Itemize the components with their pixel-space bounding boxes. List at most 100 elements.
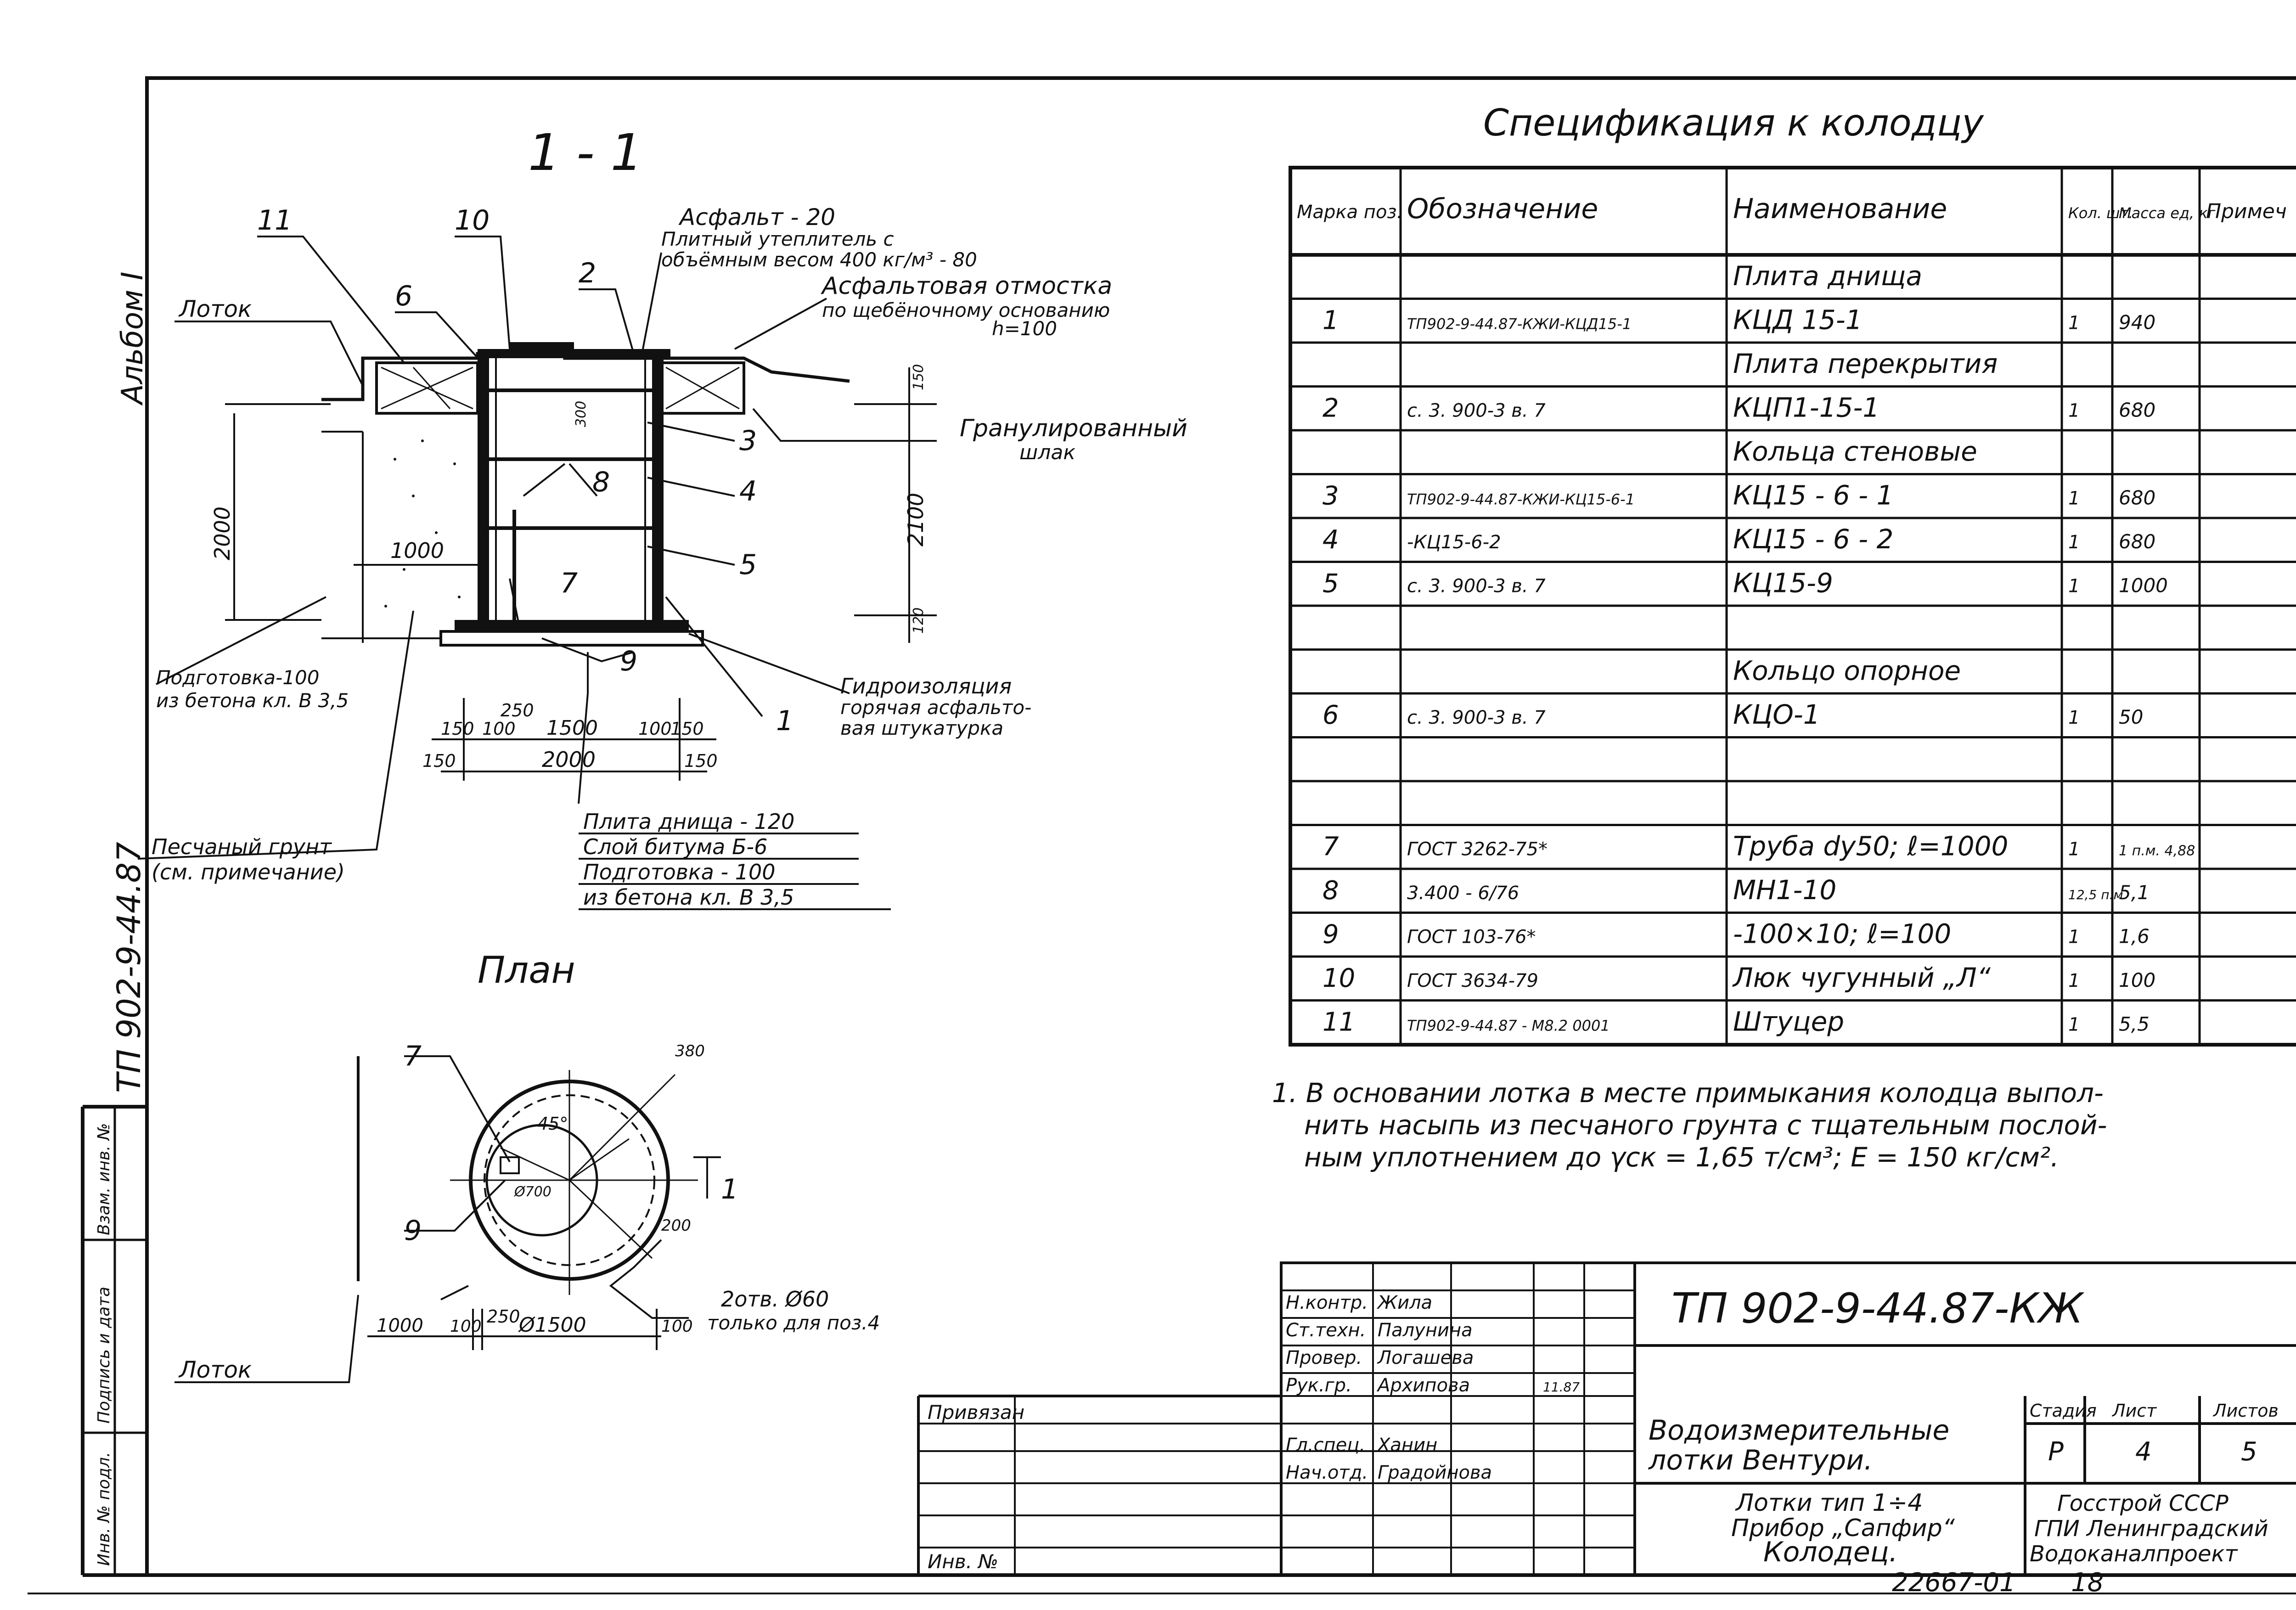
dim-b-100b: 100 bbox=[638, 719, 672, 739]
section-title: 1 - 1 bbox=[528, 123, 643, 182]
title-sheet-3: Колодец. bbox=[1763, 1536, 1898, 1568]
title-stage: Р bbox=[2048, 1437, 2064, 1467]
label-insulation-1: Плитный утеплитель с bbox=[661, 228, 894, 250]
spec-cell: 680 bbox=[2119, 487, 2155, 509]
spec-cell: 1 п.м. 4,88 bbox=[2119, 843, 2195, 859]
callout-5: 5 bbox=[739, 549, 757, 581]
dim-b-100a: 100 bbox=[482, 719, 516, 739]
title-name: Градойнова bbox=[1378, 1462, 1492, 1483]
label-hydro-1: Гидроизоляция bbox=[840, 674, 1012, 698]
shaft-wall-right bbox=[652, 358, 664, 625]
bottom-slab bbox=[455, 620, 689, 631]
spec-cell: 1,6 bbox=[2119, 925, 2150, 948]
plan-dim-250: 250 bbox=[487, 1306, 520, 1327]
spec-header-cell: Масса ед, кг bbox=[2119, 204, 2216, 222]
spec-cell: МН1-10 bbox=[1733, 874, 1836, 906]
spec-cell: Люк чугунный „Л“ bbox=[1732, 962, 1991, 993]
plan-section-mark: 1 bbox=[721, 1173, 738, 1205]
spec-cell: Плита перекрытия bbox=[1733, 348, 1998, 379]
plan-title: План bbox=[478, 949, 575, 991]
dim-120: 120 bbox=[911, 608, 927, 634]
label-hydro-2: горячая асфальто- bbox=[840, 696, 1031, 719]
label-layer-1: Плита днища - 120 bbox=[583, 809, 794, 834]
title-name: Палунина bbox=[1378, 1320, 1473, 1341]
label-apron-2: по щебёночному основанию bbox=[822, 299, 1110, 321]
plan-dim-380: 380 bbox=[675, 1042, 705, 1060]
title-list: 4 bbox=[2135, 1437, 2152, 1467]
label-apron-3: h=100 bbox=[992, 317, 1057, 340]
spec-cell: Плита днища bbox=[1733, 260, 1922, 292]
label-sand-1: Песчаный грунт bbox=[152, 834, 332, 859]
title-date: 11.87 bbox=[1543, 1379, 1580, 1395]
note-line-3: ным уплотнением до γск = 1,65 т/см³; Е =… bbox=[1304, 1142, 2059, 1173]
shaft-wall-left bbox=[478, 358, 489, 625]
spec-cell: Штуцер bbox=[1733, 1006, 1844, 1037]
spec-cell: 1 bbox=[2068, 970, 2080, 991]
dim-b-150b: 150 bbox=[670, 719, 704, 739]
title-inv: Инв. № bbox=[928, 1550, 998, 1573]
callout-1: 1 bbox=[776, 705, 793, 737]
spec-cell: 2 bbox=[1322, 394, 1339, 423]
label-lotok: Лоток bbox=[178, 296, 252, 322]
label-asphalt: Асфальт - 20 bbox=[678, 204, 835, 231]
plan-dim-200: 200 bbox=[661, 1216, 691, 1235]
spec-cell: 10 bbox=[1322, 963, 1355, 993]
spec-cell: с. 3. 900-3 в. 7 bbox=[1407, 707, 1546, 728]
dim-b-2000: 2000 bbox=[542, 747, 596, 772]
title-role: Н.контр. bbox=[1286, 1292, 1368, 1313]
spec-cell: 3.400 - 6/76 bbox=[1407, 883, 1519, 904]
title-role: Нач.отд. bbox=[1286, 1462, 1368, 1483]
spec-cell: 1 bbox=[2068, 707, 2080, 728]
spec-cell: ГОСТ 3262-75* bbox=[1407, 839, 1548, 860]
spec-cell: -100×10; ℓ=100 bbox=[1733, 918, 1951, 950]
spec-header-cell: Кол. шт. bbox=[2068, 204, 2133, 222]
spec-header-cell: Наименование bbox=[1733, 193, 1947, 225]
callout-leaders bbox=[137, 236, 937, 860]
spec-cell: 1 bbox=[1322, 306, 1339, 336]
title-project-1: Водоизмерительные bbox=[1649, 1414, 1949, 1447]
spec-cell: КЦД 15-1 bbox=[1733, 304, 1863, 336]
note-line-2: нить насыпь из песчаного грунта с тщател… bbox=[1304, 1109, 2107, 1141]
title-sheet-2: Прибор „Сапфир“ bbox=[1731, 1514, 1955, 1542]
plan-hole-2: только для поз.4 bbox=[707, 1312, 880, 1334]
section-1-1: 1 - 1 bbox=[137, 123, 1187, 910]
spec-cell: Труба dу50; ℓ=1000 bbox=[1733, 831, 2008, 862]
spec-cell: КЦ15-9 bbox=[1733, 568, 1833, 599]
title-block: ТП 902-9-44.87-КЖ Привязан Инв. № Н.конт… bbox=[917, 1261, 2296, 1576]
plan-hole-1: 2отв. Ø60 bbox=[721, 1287, 829, 1312]
title-role: Провер. bbox=[1286, 1347, 1362, 1368]
label-apron-1: Асфальтовая отмостка bbox=[821, 272, 1112, 300]
plan-dim-100: 100 bbox=[450, 1317, 482, 1336]
label-slag-1: Гранулированный bbox=[960, 415, 1187, 442]
label-prep-1: Подготовка-100 bbox=[156, 666, 319, 689]
dim-150: 150 bbox=[911, 364, 927, 390]
spec-cell: 1 bbox=[2068, 927, 2080, 948]
title-org-3: Водоканалпроект bbox=[2030, 1541, 2238, 1567]
dim-b-150a: 150 bbox=[441, 719, 474, 739]
spec-cell: 12,5 п.м. bbox=[2068, 887, 2127, 902]
callout-9: 9 bbox=[620, 645, 637, 677]
spec-cell: 1 bbox=[2068, 1014, 2080, 1036]
spec-cell: Кольцо опорное bbox=[1733, 655, 1961, 687]
spec-cell: 1 bbox=[2068, 576, 2080, 597]
label-sand-2: (см. примечание) bbox=[152, 860, 345, 884]
spec-table: Спецификация к колодцу Марка поз.Обознач… bbox=[1289, 101, 2296, 1047]
dim-2000-left: 2000 bbox=[210, 507, 235, 560]
label-hydro-3: вая штукатурка bbox=[840, 717, 1003, 739]
notes: 1. В основании лотка в месте примыкания … bbox=[1272, 1077, 2107, 1173]
plan-lotok: Лоток bbox=[178, 1357, 252, 1383]
spec-cell: ТП902-9-44.87-КЖИ-КЦД15-1 bbox=[1407, 315, 1632, 333]
spec-header-cell: Примеч bbox=[2206, 200, 2287, 223]
label-slag-2: шлак bbox=[1019, 441, 1075, 464]
plan-callout-7: 7 bbox=[404, 1040, 422, 1072]
page-number: 18 bbox=[2071, 1568, 2104, 1598]
title-name: Жила bbox=[1376, 1292, 1432, 1313]
label-insulation-2: объёмным весом 400 кг/м³ - 80 bbox=[661, 248, 977, 271]
callout-8: 8 bbox=[592, 466, 610, 498]
spec-cell: 1 bbox=[2068, 488, 2080, 509]
spec-cell: с. 3. 900-3 в. 7 bbox=[1407, 576, 1546, 597]
title-stage-header: Стадия bbox=[2030, 1401, 2097, 1421]
spec-cell: 940 bbox=[2119, 311, 2155, 334]
callout-3: 3 bbox=[739, 425, 757, 457]
spec-cell: 100 bbox=[2119, 969, 2155, 991]
